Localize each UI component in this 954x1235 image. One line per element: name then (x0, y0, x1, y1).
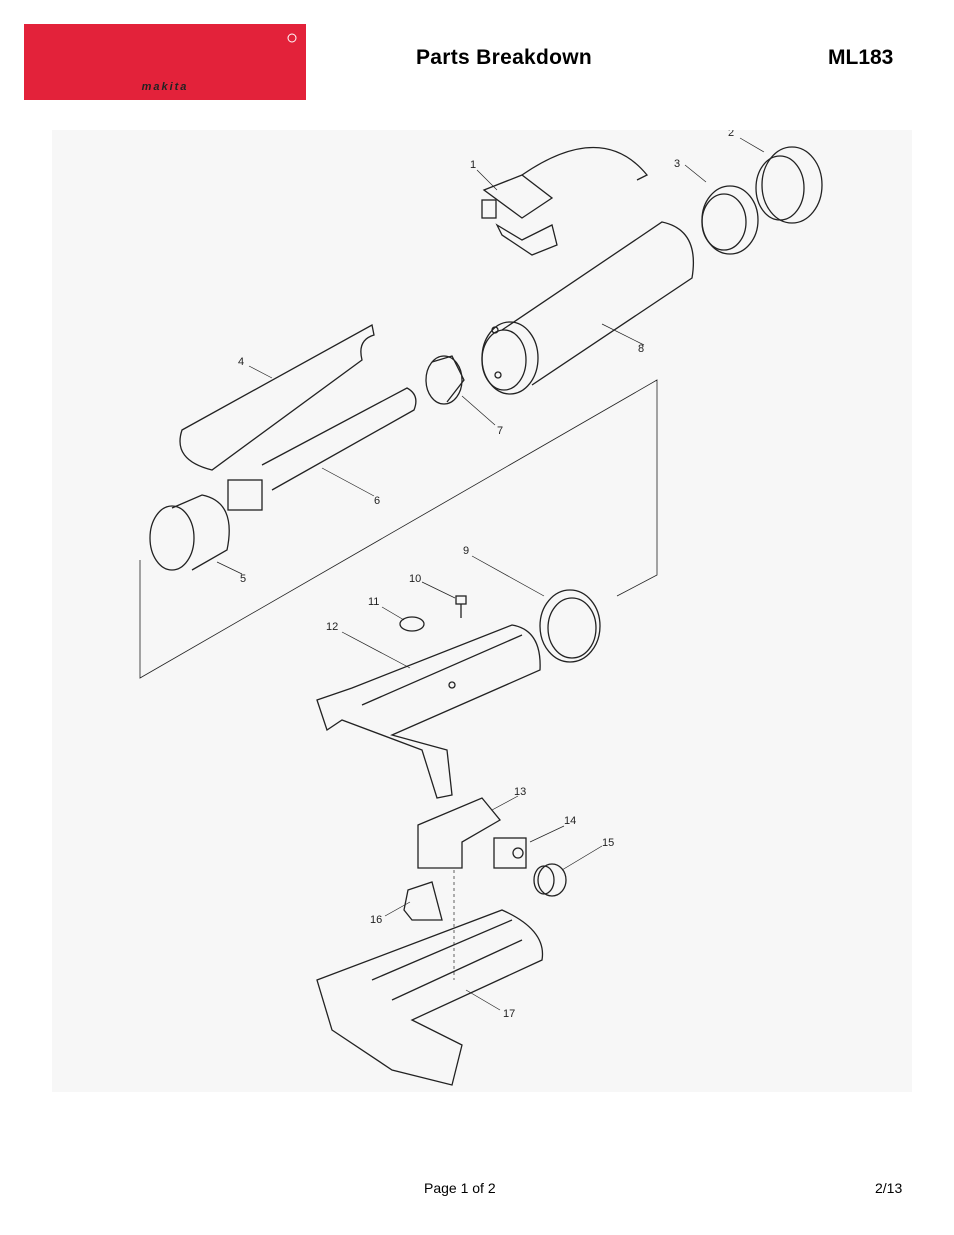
callout-7: 7 (497, 425, 503, 437)
part-5-endcap (149, 494, 230, 571)
callout-13: 13 (514, 786, 526, 798)
callout-12: 12 (326, 621, 338, 633)
callout-9: 9 (463, 545, 469, 557)
part-2-cap (755, 146, 823, 224)
model-number: ML183 (828, 46, 894, 69)
part-11-ring (399, 616, 425, 632)
callout-6: 6 (374, 495, 380, 507)
callout-11: 11 (368, 596, 379, 608)
leader-lines (216, 137, 765, 1011)
part-1-bracket (481, 147, 649, 256)
page-number: Page 1 of 2 (424, 1180, 496, 1196)
svg-text:makita: makita (142, 81, 189, 93)
callout-8: 8 (638, 343, 644, 355)
part-3-ring (701, 185, 759, 255)
callout-3: 3 (674, 158, 680, 170)
part-7-coupling (425, 355, 465, 405)
page-title: Parts Breakdown (416, 46, 593, 69)
callout-10: 10 (409, 573, 421, 585)
part-10-screw (455, 595, 467, 618)
callout-4: 4 (238, 356, 244, 368)
part-6-rod (227, 387, 417, 511)
part-9-clamp (539, 589, 601, 663)
part-16-latch (403, 881, 443, 921)
callout-15: 15 (602, 837, 614, 849)
revision-date: 2/13 (875, 1180, 903, 1196)
callout-2: 2 (728, 130, 734, 139)
part-4-shell (179, 324, 375, 471)
assembly-outline (139, 379, 658, 679)
part-12-housing (316, 624, 541, 799)
callout-5: 5 (240, 573, 246, 585)
part-15-knob (533, 863, 567, 897)
part-14-switch (493, 837, 527, 869)
makita-logo: makita (24, 24, 306, 100)
callout-1: 1 (470, 159, 476, 171)
callout-17: 17 (503, 1008, 515, 1020)
callout-14: 14 (564, 815, 576, 827)
callout-16: 16 (370, 914, 382, 926)
parts-diagram: 1 2 3 4 5 6 7 8 9 10 11 12 13 14 15 16 1… (52, 127, 912, 1092)
part-17-lower-housing (316, 909, 544, 1086)
part-8-tube (481, 221, 694, 395)
part-13-holder (417, 797, 501, 869)
